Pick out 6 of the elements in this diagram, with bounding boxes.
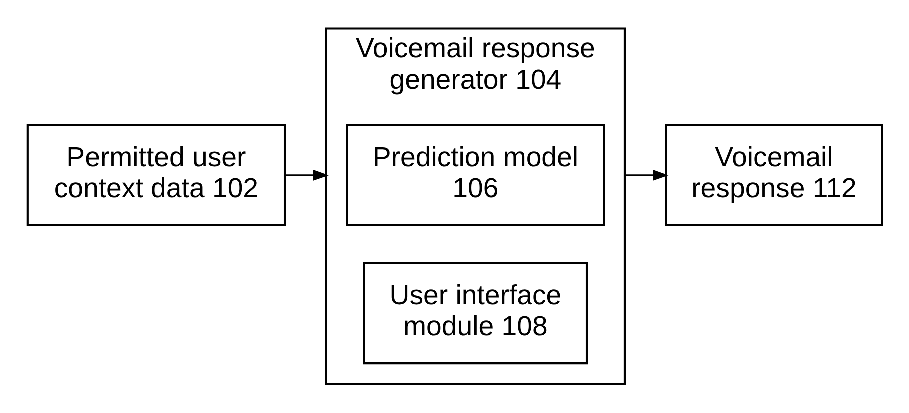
arrow <box>624 170 668 181</box>
node-box: Voicemail response 112 <box>664 124 883 227</box>
arrow <box>284 170 329 181</box>
node-box: User interface module 108 <box>362 262 588 365</box>
node-box: Permitted user context data 102 <box>26 124 286 227</box>
node-box: Prediction model 106 <box>346 124 605 227</box>
